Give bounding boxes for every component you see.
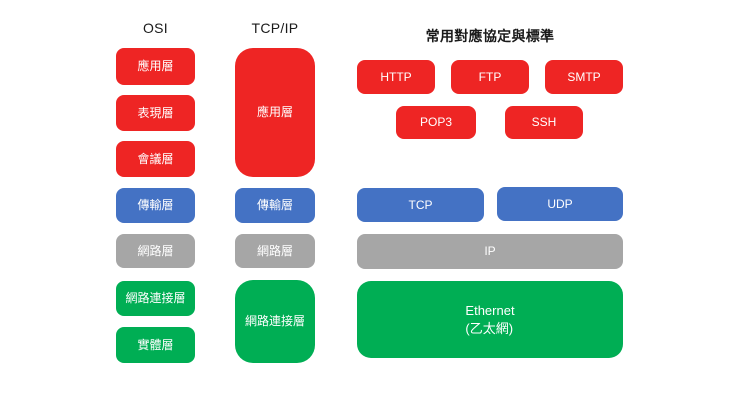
osi-box-presentation-label: 表現層 [137, 105, 174, 120]
osi-box-network-label: 網路層 [137, 243, 174, 258]
osi-column-header: OSI [142, 20, 169, 36]
protocols-section-header: 常用對應協定與標準 [425, 28, 555, 44]
tcpip-column-header: TCP/IP [251, 20, 299, 36]
tcpip-box-transport: 傳輸層 [235, 188, 315, 223]
tcpip-box-application: 應用層 [235, 48, 315, 177]
protocol-box-ftp-label: FTP [478, 69, 502, 84]
osi-box-transport-label: 傳輸層 [137, 198, 174, 212]
osi-box-physical: 實體層 [116, 327, 195, 363]
osi-box-presentation: 表現層 [116, 95, 195, 131]
protocol-box-smtp-label: SMTP [567, 69, 601, 84]
osi-box-session-label: 會議層 [137, 151, 174, 166]
protocol-box-ip-label: IP [484, 244, 496, 258]
protocol-box-ethernet: Ethernet (乙太網) [357, 281, 623, 358]
protocol-box-tcp: TCP [357, 188, 484, 222]
osi-box-datalink-label: 網路連接層 [125, 291, 186, 305]
osi-box-application: 應用層 [116, 48, 195, 85]
osi-box-datalink: 網路連接層 [116, 281, 195, 316]
protocol-box-http-label: HTTP [380, 69, 412, 84]
osi-box-transport: 傳輸層 [116, 188, 195, 223]
tcpip-box-link: 網路連接層 [235, 280, 315, 363]
osi-box-application-label: 應用層 [137, 59, 174, 73]
osi-box-session: 會議層 [116, 141, 195, 177]
protocol-box-pop3-label: POP3 [419, 115, 452, 129]
protocol-box-ftp: FTP [451, 60, 529, 94]
protocol-box-ssh-label: SSH [531, 115, 557, 129]
tcpip-box-link-label: 網路連接層 [244, 314, 305, 328]
protocol-box-smtp: SMTP [545, 60, 623, 94]
protocol-box-udp: UDP [497, 187, 623, 221]
protocol-box-pop3: POP3 [396, 106, 476, 139]
protocol-box-ethernet-text: Ethernet (乙太網) [465, 302, 514, 337]
osi-box-network: 網路層 [116, 234, 195, 268]
tcpip-box-application-label: 應用層 [256, 105, 293, 119]
protocol-box-ethernet-sublabel: (乙太網) [465, 320, 514, 336]
osi-box-physical-label: 實體層 [137, 337, 174, 352]
protocol-box-ssh: SSH [505, 106, 583, 139]
protocol-box-http: HTTP [357, 60, 435, 94]
tcpip-box-network-label: 網路層 [256, 243, 293, 258]
protocol-box-tcp-label: TCP [408, 197, 433, 212]
protocol-box-ip: IP [357, 234, 623, 269]
protocol-box-ethernet-label: Ethernet [465, 302, 515, 318]
protocol-box-udp-label: UDP [547, 196, 573, 211]
tcpip-box-network: 網路層 [235, 234, 315, 268]
tcpip-box-transport-label: 傳輸層 [256, 198, 293, 212]
